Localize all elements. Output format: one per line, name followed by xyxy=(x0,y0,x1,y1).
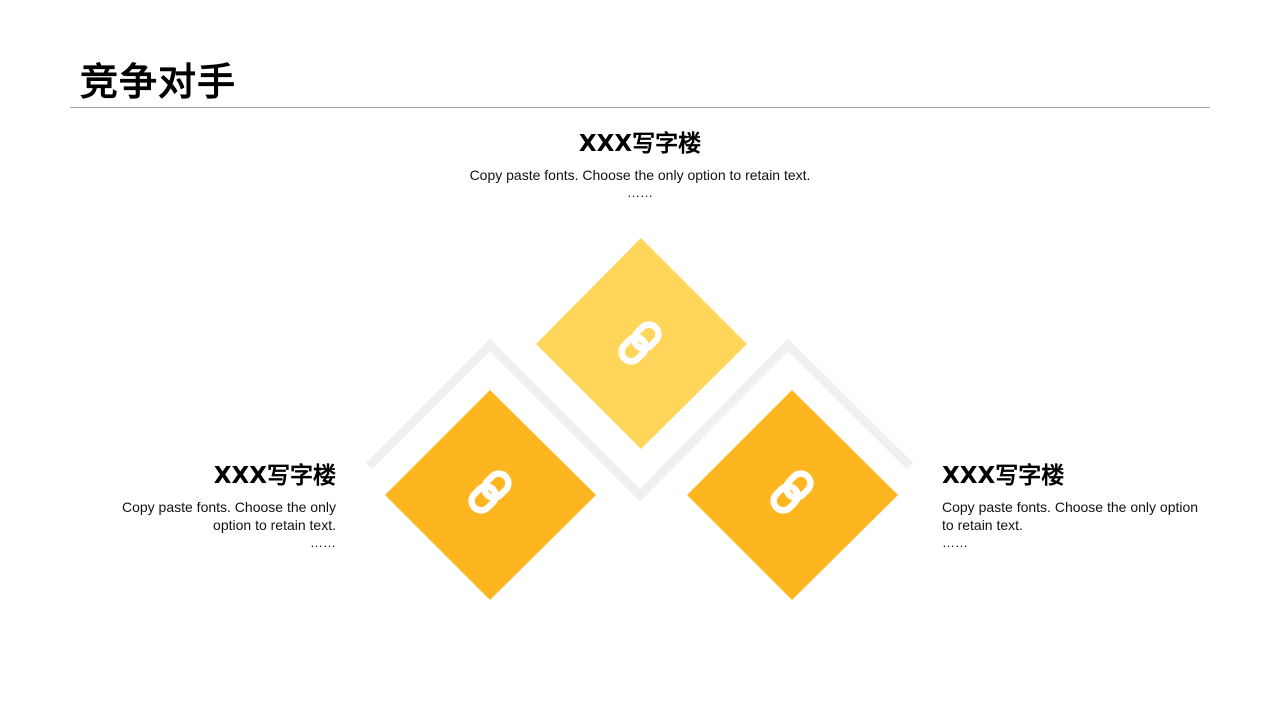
item-top: XXX写字楼 Copy paste fonts. Choose the only… xyxy=(400,129,880,202)
title-divider xyxy=(70,107,1210,108)
item-ellipsis: …… xyxy=(627,185,653,200)
item-ellipsis: …… xyxy=(942,535,968,550)
item-ellipsis: …… xyxy=(310,535,336,550)
item-heading: XXX写字楼 xyxy=(578,131,702,157)
diamond-right xyxy=(687,390,898,600)
item-heading: XXX写字楼 xyxy=(213,463,336,489)
item-description: Copy paste fonts. Choose the only option… xyxy=(121,499,336,533)
item-heading: XXX写字楼 xyxy=(942,463,1065,489)
item-left: XXX写字楼 Copy paste fonts. Choose the only… xyxy=(80,461,336,552)
page-title: 竞争对手 xyxy=(80,60,237,104)
item-right: XXX写字楼 Copy paste fonts. Choose the only… xyxy=(942,461,1202,552)
chevron-left-outline xyxy=(365,338,914,502)
diamond-top xyxy=(536,238,747,449)
item-description: Copy paste fonts. Choose the only option… xyxy=(469,167,811,183)
item-description: Copy paste fonts. Choose the only option… xyxy=(942,499,1199,533)
diamond-left xyxy=(385,390,596,600)
chevron-outlines xyxy=(365,338,914,502)
